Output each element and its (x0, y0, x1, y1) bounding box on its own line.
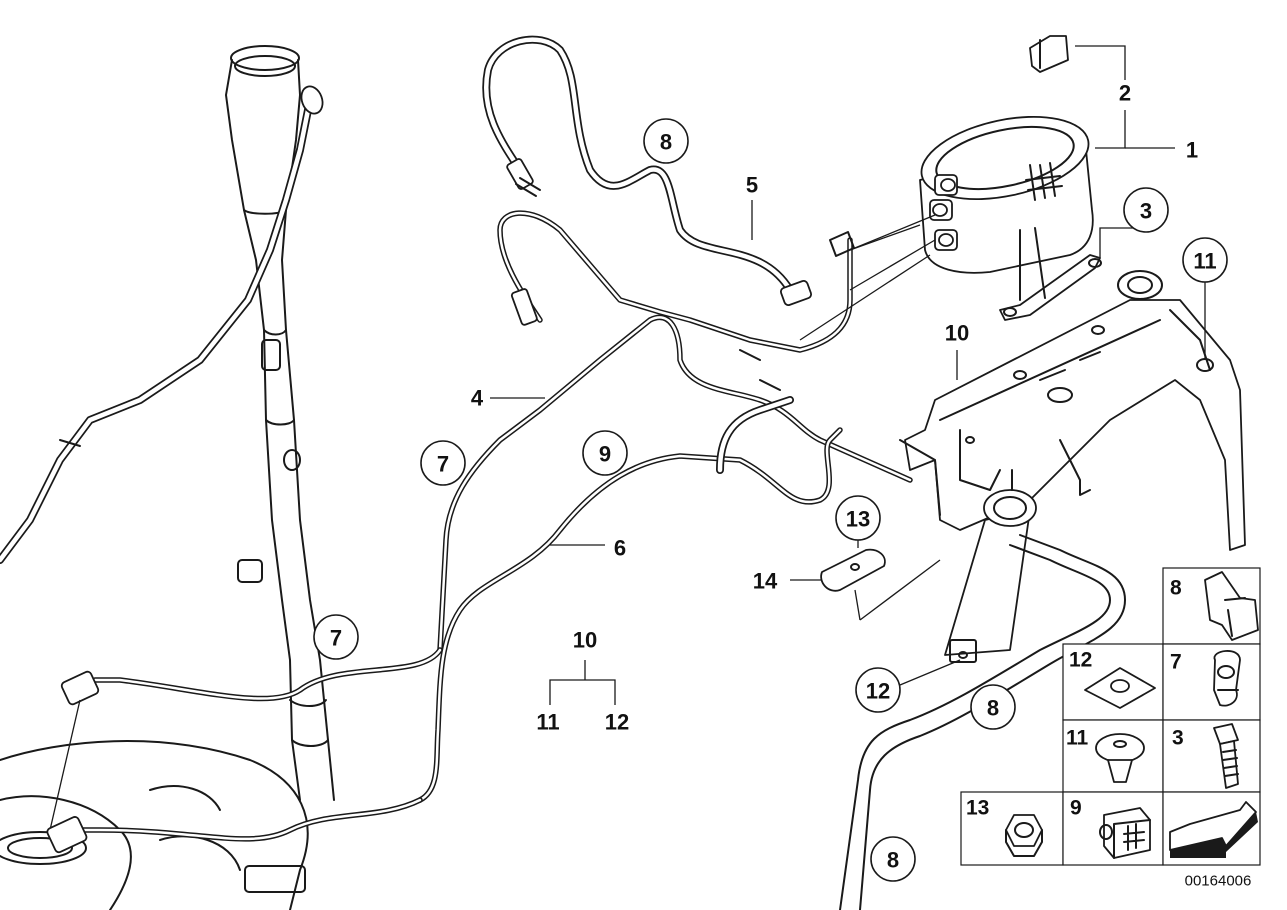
svg-text:11: 11 (1066, 727, 1089, 750)
legend-cell-13: 13 (966, 797, 1043, 857)
svg-text:3: 3 (1172, 727, 1184, 750)
legend-cell-arrow (1169, 801, 1258, 858)
svg-text:11: 11 (1193, 249, 1216, 274)
callout-8-bottom: 8 (870, 836, 916, 882)
leader-lines (490, 45, 1206, 705)
document-number: 00164006 (1185, 873, 1252, 890)
callout-11: 11 (1182, 237, 1228, 283)
label-1: 1 (1186, 138, 1198, 163)
hose-8 (482, 35, 813, 307)
label-11-group: 11 (536, 710, 559, 735)
callout-7-middle: 7 (420, 440, 466, 486)
legend-cell-8: 8 (1170, 571, 1259, 641)
svg-text:8: 8 (987, 696, 999, 721)
label-6: 6 (614, 536, 626, 561)
line-5 (497, 210, 921, 353)
filler-neck (0, 45, 335, 801)
callout-12: 12 (855, 667, 901, 713)
svg-text:9: 9 (599, 442, 611, 467)
pad-14 (820, 548, 886, 592)
line-4 (49, 314, 913, 831)
callout-7-left: 7 (313, 614, 359, 660)
svg-text:12: 12 (866, 679, 890, 704)
svg-text:12: 12 (1069, 649, 1092, 672)
line-6 (46, 427, 843, 854)
svg-text:9: 9 (1070, 797, 1082, 820)
vent-hose-stub (716, 349, 794, 474)
label-2: 2 (1119, 81, 1131, 106)
svg-text:8: 8 (1170, 577, 1182, 600)
label-5: 5 (746, 173, 758, 198)
svg-text:13: 13 (966, 797, 989, 820)
svg-text:13: 13 (846, 507, 870, 532)
label-10-group: 10 (573, 628, 597, 653)
legend-cell-3: 3 (1172, 723, 1239, 789)
bracket-10 (899, 270, 1246, 663)
svg-text:7: 7 (330, 626, 342, 651)
callout-8-upper: 8 (643, 118, 689, 164)
callout-13: 13 (835, 495, 881, 541)
svg-text:3: 3 (1140, 199, 1152, 224)
legend-cell-12: 12 (1069, 649, 1156, 709)
parts-legend: 8 12 7 11 3 13 (960, 567, 1261, 866)
svg-text:8: 8 (660, 130, 672, 155)
label-10: 10 (945, 321, 969, 346)
svg-text:7: 7 (1170, 651, 1182, 674)
label-14: 14 (753, 569, 778, 594)
legend-cell-9: 9 (1070, 797, 1151, 859)
fuel-tank-outline (0, 740, 309, 910)
label-12-group: 12 (605, 710, 629, 735)
callout-3: 3 (1123, 187, 1169, 233)
legend-cell-11: 11 (1066, 727, 1145, 783)
legend-cell-7: 7 (1170, 650, 1241, 707)
charcoal-canister (799, 35, 1102, 341)
tank-outline-right (839, 534, 1126, 910)
label-4: 4 (471, 386, 484, 411)
svg-text:7: 7 (437, 452, 449, 477)
callout-8-right: 8 (970, 684, 1016, 730)
svg-text:8: 8 (887, 848, 899, 873)
callout-9: 9 (582, 430, 628, 476)
